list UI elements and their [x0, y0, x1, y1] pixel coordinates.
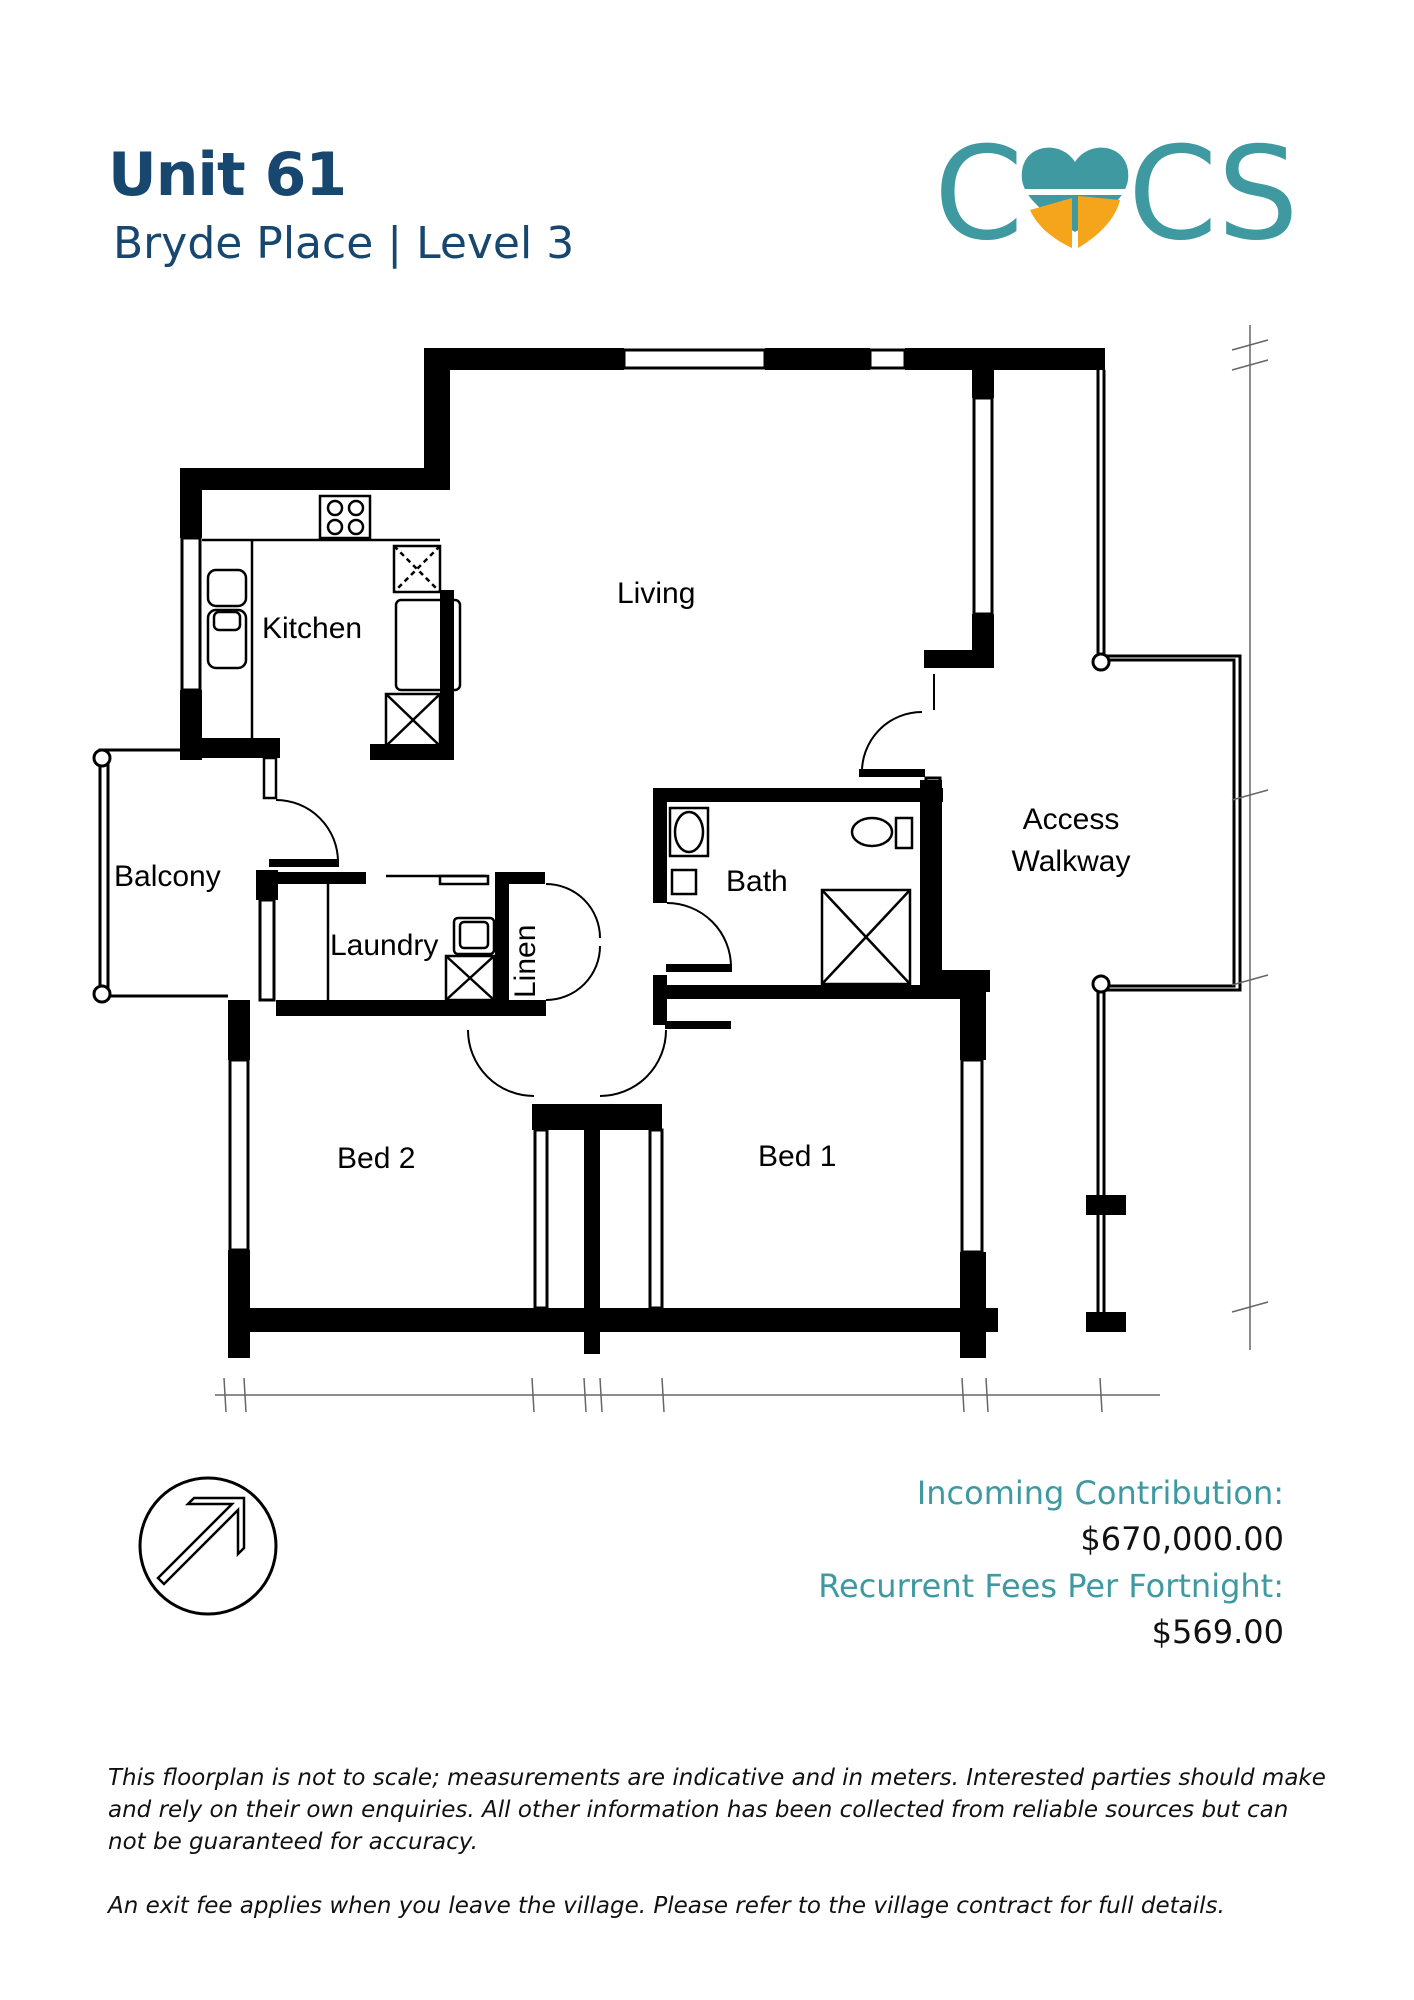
room-label-kitchen: Kitchen: [262, 612, 362, 645]
room-label-bath: Bath: [726, 865, 788, 898]
room-label-living: Living: [617, 577, 695, 610]
recurrent-value-text: $569.00: [1151, 1613, 1284, 1651]
dimension-lines: [215, 325, 1269, 1413]
kitchen-fixtures: [202, 494, 462, 800]
room-label-access: Access: [1023, 803, 1120, 836]
room-label-walkway: Walkway: [1012, 845, 1131, 878]
logo-letter-c: C: [934, 120, 1024, 269]
windows: [180, 348, 994, 1310]
incoming-label-text: Incoming Contribution:: [916, 1474, 1284, 1512]
balcony-outline: [92, 748, 228, 1004]
exit-fee-note: An exit fee applies when you leave the v…: [108, 1893, 1225, 1919]
brand-logo: C CS: [930, 120, 1299, 269]
laundry-fixtures: [326, 874, 496, 1002]
logo-heart-icon: [1020, 147, 1130, 248]
recurrent-fees-label: Recurrent Fees Per Fortnight:: [818, 1567, 1284, 1605]
unit-subtitle: Bryde Place | Level 3: [113, 218, 575, 269]
incoming-value-text: $670,000.00: [1080, 1520, 1284, 1558]
incoming-contribution-value: $670,000.00: [1080, 1520, 1284, 1558]
room-label-bed1: Bed 1: [758, 1140, 836, 1173]
room-label-laundry: Laundry: [330, 929, 438, 962]
room-label-linen: Linen: [509, 925, 542, 998]
doors: [269, 674, 935, 1097]
bath-fixtures: [668, 806, 914, 986]
north-arrow-icon: [138, 1476, 278, 1616]
room-label-bed2: Bed 2: [337, 1142, 415, 1175]
unit-title: Unit 61: [108, 140, 347, 210]
walls: [180, 348, 1126, 1358]
incoming-contribution-label: Incoming Contribution:: [917, 1474, 1284, 1512]
recurrent-label-text: Recurrent Fees Per Fortnight:: [818, 1567, 1284, 1605]
logo-letters-cs: CS: [1128, 120, 1299, 269]
recurrent-fees-value: $569.00: [1152, 1613, 1284, 1651]
disclaimer-paragraph: This floorplan is not to scale; measurem…: [108, 1765, 1326, 1855]
floor-plan: Living Kitchen Balcony Laundry Linen Bat…: [92, 325, 1269, 1413]
walkway-outline: [1091, 370, 1242, 1312]
room-label-balcony: Balcony: [114, 860, 221, 893]
